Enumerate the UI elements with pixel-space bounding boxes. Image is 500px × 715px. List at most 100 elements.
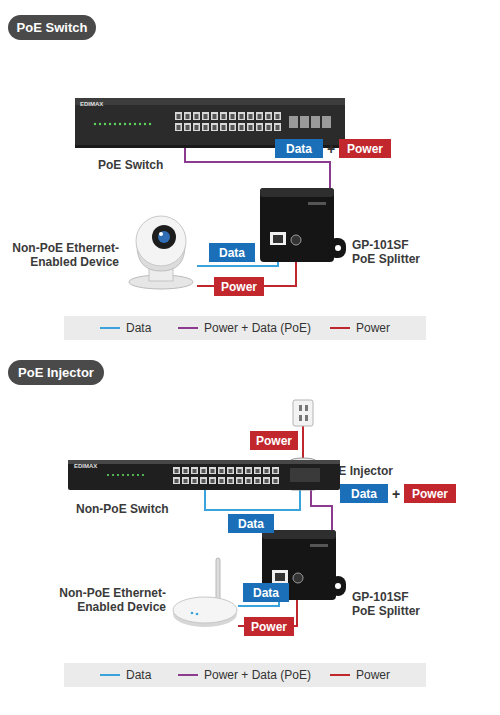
camera-head	[136, 216, 186, 266]
device-label: Non-PoE Ethernet-Enabled Device	[58, 586, 166, 614]
status-led	[117, 474, 119, 476]
badge-text: PoE Switch	[8, 15, 96, 40]
legend-line	[330, 327, 350, 329]
signal-tag: Data	[228, 514, 274, 533]
plus-sign: +	[325, 139, 337, 158]
signal-tag: Power	[339, 139, 391, 158]
ethernet-port	[182, 477, 189, 484]
ethernet-port	[182, 467, 189, 474]
signal-tag: Power	[214, 277, 264, 296]
port-socket	[238, 469, 242, 473]
router-device: Non-PoE Ethernet-Enabled Device	[172, 558, 238, 630]
ethernet-port	[263, 477, 270, 484]
device-illustration	[260, 188, 346, 262]
ethernet-port	[238, 123, 245, 131]
ethernet-port	[256, 123, 263, 131]
ethernet-port	[191, 477, 198, 484]
port-socket	[276, 114, 280, 119]
ethernet-port	[202, 123, 209, 131]
ethernet-port	[220, 123, 227, 131]
ethernet-port	[220, 112, 227, 120]
status-led	[107, 474, 109, 476]
ethernet-port	[211, 112, 218, 120]
device-illustration	[68, 460, 340, 490]
device-label: GP-101SF PoE Splitter	[352, 590, 428, 618]
dc-jack	[293, 573, 303, 583]
ethernet-port	[229, 123, 236, 131]
ethernet-port	[265, 123, 272, 131]
ethernet-port	[209, 477, 216, 484]
port-marking	[310, 544, 328, 547]
port-socket	[256, 469, 260, 473]
port-socket	[213, 114, 217, 119]
port-socket	[222, 114, 226, 119]
status-led	[137, 474, 139, 476]
ethernet-port	[229, 112, 236, 120]
legend-text: Power	[356, 668, 390, 682]
cable-connector	[197, 262, 278, 266]
port-socket	[202, 479, 206, 483]
dc-jack	[291, 235, 301, 245]
switch-body	[68, 460, 340, 490]
port-socket	[229, 479, 233, 483]
status-led	[94, 123, 96, 125]
device-label: Non-PoE Switch	[76, 502, 206, 516]
signal-tag: Power	[244, 617, 294, 636]
port-socket	[222, 125, 226, 130]
ethernet-port	[254, 467, 261, 474]
splitter-body	[260, 188, 334, 262]
legend-line	[100, 674, 120, 676]
port-socket	[265, 479, 269, 483]
status-led	[132, 474, 134, 476]
ethernet-port	[184, 112, 191, 120]
ethernet-port	[247, 112, 254, 120]
sfp-port	[311, 116, 320, 128]
outlet-slot	[299, 415, 302, 421]
device-label: Non-PoE Ethernet-Enabled Device	[11, 241, 119, 269]
port-marking	[308, 202, 326, 205]
status-led	[144, 123, 146, 125]
signal-tag: Data	[243, 583, 289, 602]
device-label: GP-101SF PoE Splitter	[352, 238, 428, 266]
ethernet-port	[245, 477, 252, 484]
ethernet-port	[191, 467, 198, 474]
switch-top	[68, 460, 340, 464]
ethernet-port	[238, 112, 245, 120]
cable-connector	[205, 490, 300, 510]
ethernet-port	[227, 477, 234, 484]
mounting-ear	[330, 576, 346, 596]
camera-device: Non-PoE Ethernet-Enabled Device	[125, 205, 197, 290]
status-led	[99, 123, 101, 125]
port-socket	[211, 469, 215, 473]
port-socket	[193, 469, 197, 473]
ethernet-port	[202, 112, 209, 120]
panel-badge: PoE Switch	[8, 15, 96, 40]
plus-sign: +	[390, 484, 402, 503]
status-led	[191, 612, 194, 615]
sfp-port	[322, 116, 331, 128]
port-socket	[275, 573, 285, 581]
status-led	[124, 123, 126, 125]
cable-connector	[311, 490, 332, 530]
port-socket	[267, 114, 271, 119]
device-drawing	[173, 558, 237, 627]
port-socket	[231, 125, 235, 130]
ethernet-port	[184, 123, 191, 131]
ethernet-port	[263, 467, 270, 474]
port-socket	[249, 114, 253, 119]
port-socket	[247, 479, 251, 483]
ethernet-port	[173, 477, 180, 484]
antenna	[216, 558, 220, 602]
signal-tag: Power	[250, 431, 298, 450]
device-drawing	[129, 216, 193, 289]
signal-tag: Data	[340, 484, 388, 503]
port-socket	[195, 114, 199, 119]
legend-text: Power + Data (PoE)	[204, 668, 311, 682]
ethernet-port	[175, 112, 182, 120]
port-socket	[229, 469, 233, 473]
port-socket	[195, 125, 199, 130]
ethernet-port	[193, 112, 200, 120]
ethernet-port	[272, 570, 288, 583]
port-socket	[175, 479, 179, 483]
network-switch: Non-PoE Switch	[68, 460, 340, 490]
